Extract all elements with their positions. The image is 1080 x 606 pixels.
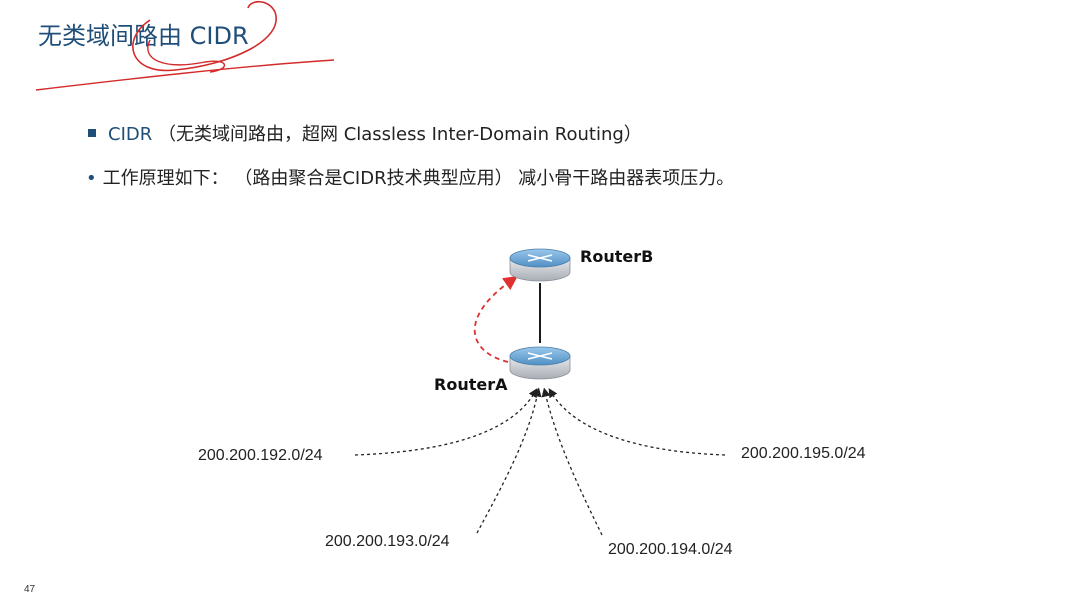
router-a-label: RouterA	[434, 375, 508, 394]
router-b-label: RouterB	[580, 247, 653, 266]
router-a-icon	[509, 346, 571, 380]
bullet-text: 工作原理如下： （路由聚合是CIDR技术典型应用） 减小骨干路由器表项压力。	[102, 168, 735, 189]
network-link	[476, 387, 542, 534]
network-link	[541, 387, 603, 536]
network-label: 200.200.192.0/24	[198, 447, 323, 464]
network-label: 200.200.194.0/24	[608, 541, 733, 558]
router-b-icon	[509, 248, 571, 282]
bullet-text: （无类域间路由，超网 Classless Inter-Domain Routin…	[157, 124, 642, 145]
dot-bullet-icon: •	[86, 168, 97, 189]
network-link	[548, 388, 726, 456]
network-link	[354, 388, 538, 456]
bullet-principle: •工作原理如下： （路由聚合是CIDR技术典型应用） 减小骨干路由器表项压力。	[86, 164, 734, 190]
page-number: 47	[24, 584, 36, 595]
bullet-highlight: CIDR	[108, 124, 153, 145]
square-bullet-icon	[88, 129, 96, 137]
bullet-cidr: CIDR （无类域间路由，超网 Classless Inter-Domain R…	[88, 120, 642, 146]
network-label: 200.200.195.0/24	[741, 445, 866, 462]
network-label: 200.200.193.0/24	[325, 533, 450, 550]
aggregation-arrow	[473, 275, 518, 363]
